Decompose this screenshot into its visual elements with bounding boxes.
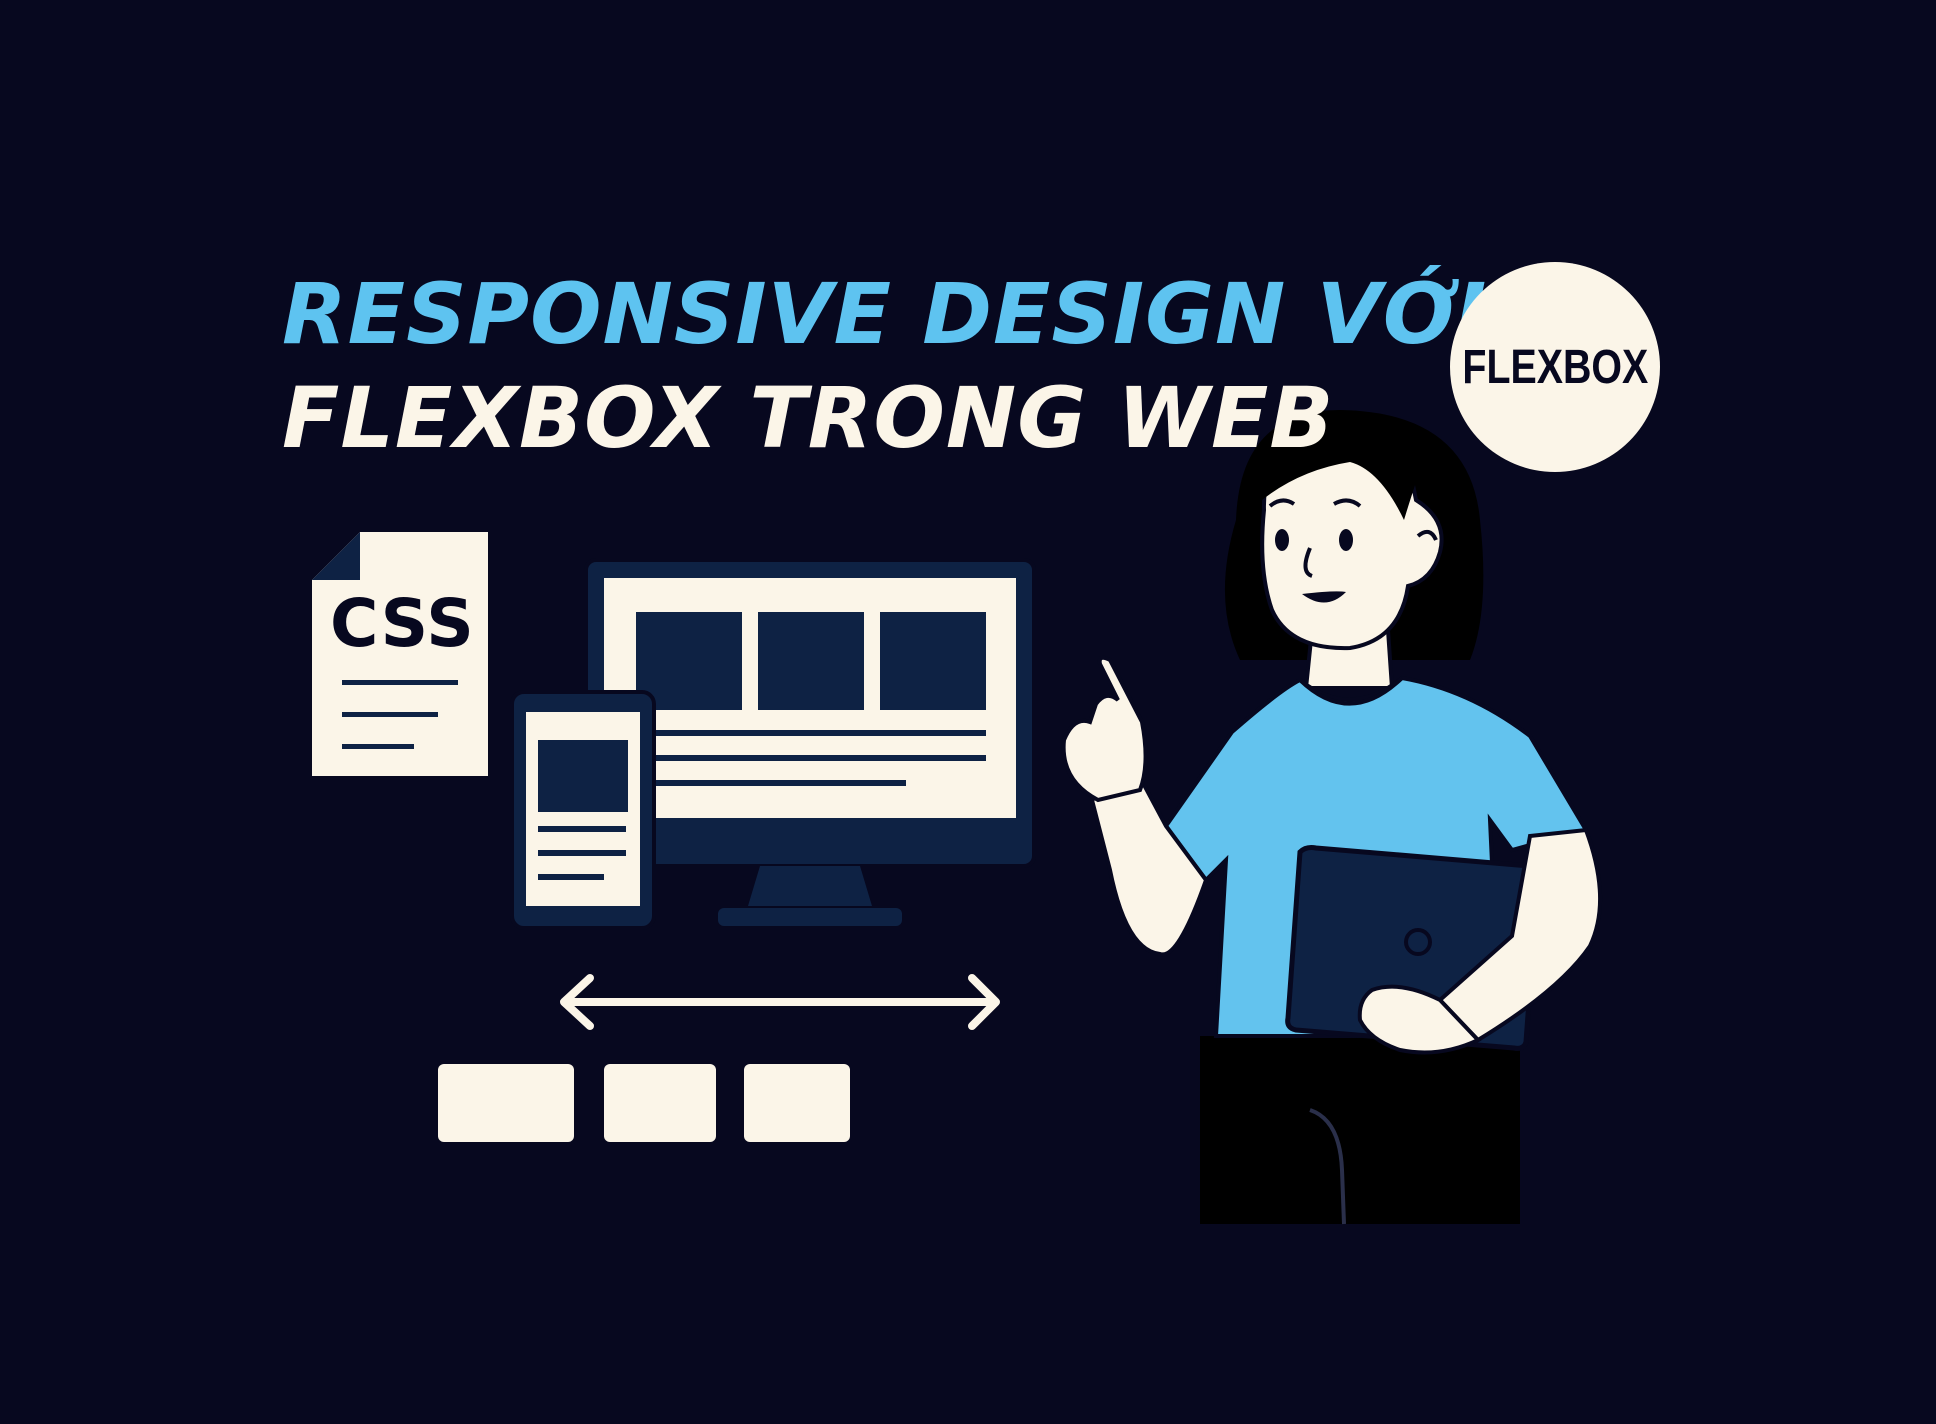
phone-icon — [510, 690, 656, 930]
flex-items — [438, 1064, 850, 1142]
flexbox-badge-label: FLEXBOX — [1462, 340, 1648, 394]
css-file-label: CSS — [330, 585, 475, 662]
flexbox-badge: FLEXBOX — [1450, 262, 1660, 472]
title-line-2: FLEXBOX TRONG WEB — [282, 369, 1335, 467]
double-arrow-icon — [560, 974, 1000, 1030]
woman-character — [1061, 410, 1602, 1225]
title-line-1: RESPONSIVE DESIGN VỚI — [282, 265, 1488, 363]
page-title: RESPONSIVE DESIGN VỚI FLEXBOX TRONG WEB — [282, 262, 1487, 470]
css-file-icon — [312, 532, 488, 776]
monitor-icon — [584, 558, 1036, 926]
